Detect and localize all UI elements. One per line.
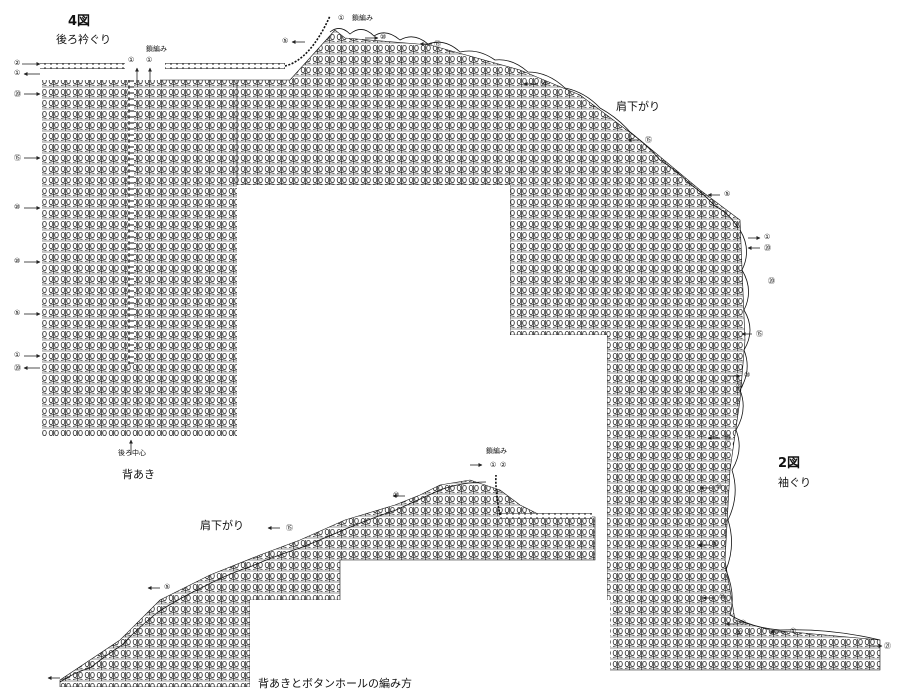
opening-label: 背あき bbox=[122, 468, 155, 481]
row-marker: ① bbox=[14, 69, 21, 77]
figure4-title: 4図 bbox=[68, 14, 91, 29]
row-marker: ① bbox=[128, 56, 135, 64]
row-marker: ⑳ bbox=[768, 277, 775, 285]
bottom-scallop-edge bbox=[59, 481, 487, 683]
bottom-caption: 背あきとボタンホールの編み方 bbox=[258, 677, 412, 690]
bottom-chain-diagonal bbox=[495, 474, 501, 516]
bottom-shoulder-label: 肩下がり bbox=[200, 519, 244, 532]
bottom-blank bbox=[250, 600, 610, 687]
row-marker: ⑩ bbox=[14, 203, 21, 211]
row-marker: ⑩ bbox=[744, 371, 751, 379]
row-marker: ⑮ bbox=[286, 524, 293, 532]
center-chain-column bbox=[128, 80, 134, 365]
row-marker: ⑤ bbox=[724, 190, 731, 198]
row-marker: ① bbox=[338, 14, 345, 22]
row-marker: ⑳ bbox=[14, 90, 21, 98]
row-marker: ⑩ bbox=[14, 257, 21, 265]
row-marker: ㉕ bbox=[736, 382, 743, 390]
row-marker: ① bbox=[790, 627, 797, 635]
row-marker: ⑩ bbox=[719, 593, 726, 601]
row-marker: ㉑ bbox=[884, 642, 891, 650]
row-marker: ⑮ bbox=[14, 154, 21, 162]
row-marker: ① bbox=[14, 351, 21, 359]
row-marker: ⑩ bbox=[716, 483, 723, 491]
row-marker: ⑳ bbox=[540, 80, 547, 88]
row-marker: ⑩ bbox=[380, 33, 387, 41]
row-marker: ⑳ bbox=[14, 364, 21, 372]
center-label: 後ろ中心 bbox=[118, 449, 146, 457]
row-marker: ② bbox=[500, 461, 507, 469]
row-marker: ⑤ bbox=[712, 540, 719, 548]
row-marker: ⑤ bbox=[14, 309, 21, 317]
row-marker: ① bbox=[146, 56, 153, 64]
neck-chain-diagonal bbox=[284, 15, 331, 67]
neck-chain-row-left bbox=[40, 63, 125, 69]
row-marker: ⑮ bbox=[756, 330, 763, 338]
back-neck-panel bbox=[42, 80, 237, 436]
chain-top-label: 鎖編み bbox=[352, 14, 373, 22]
row-marker: ⑤ bbox=[282, 37, 289, 45]
row-marker: ⑳ bbox=[724, 434, 731, 442]
row-marker: ⑤ bbox=[740, 619, 747, 627]
row-marker: ⑳ bbox=[764, 244, 771, 252]
neck-label: 後ろ衿ぐり bbox=[56, 33, 111, 46]
chain-label: 鎖編み bbox=[146, 45, 167, 53]
shoulder-scallop-edge bbox=[329, 28, 739, 229]
row-marker: ② bbox=[14, 59, 21, 67]
bottom-chain-row bbox=[500, 513, 592, 519]
row-marker: ⑩ bbox=[393, 491, 400, 499]
neck-chain-row-right bbox=[165, 63, 285, 69]
bottom-chain-label: 鎖編み bbox=[486, 447, 507, 455]
row-arrows bbox=[22, 36, 883, 680]
row-marker: ⑮ bbox=[645, 136, 652, 144]
row-marker: ① bbox=[764, 233, 771, 241]
row-marker: ② bbox=[736, 629, 743, 637]
figure2-title: 2図 bbox=[778, 456, 801, 471]
armhole-label: 袖ぐり bbox=[778, 476, 811, 489]
row-marker: ⑤ bbox=[164, 583, 171, 591]
shoulder-label: 肩下がり bbox=[616, 100, 660, 113]
row-marker: ⑮ bbox=[434, 40, 441, 48]
row-marker: ① bbox=[490, 461, 497, 469]
armhole-scallop-edge bbox=[725, 229, 881, 641]
